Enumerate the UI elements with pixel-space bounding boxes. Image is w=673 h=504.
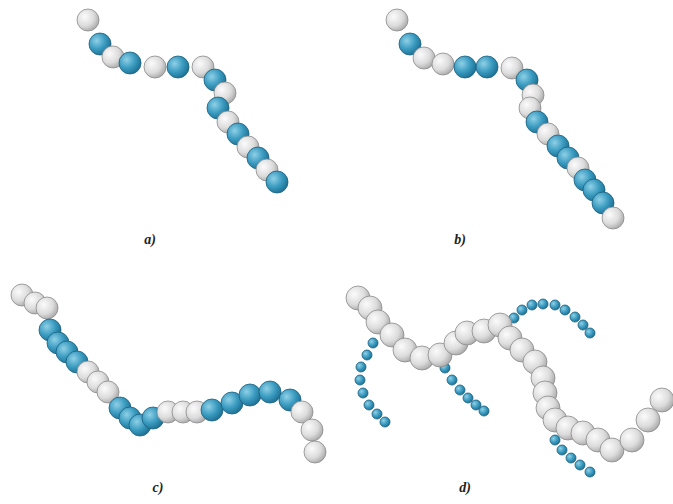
blue-monomer bbox=[372, 409, 382, 419]
polymer-chain bbox=[386, 9, 624, 229]
polymer-chain bbox=[509, 299, 595, 338]
blue-monomer bbox=[362, 350, 372, 360]
blue-monomer bbox=[380, 417, 390, 427]
grey-monomer bbox=[386, 9, 408, 31]
polymer-chain bbox=[346, 286, 673, 462]
panel-label: c) bbox=[153, 480, 164, 496]
panel-label: d) bbox=[459, 480, 471, 496]
blue-monomer bbox=[455, 385, 465, 395]
grey-monomer bbox=[636, 408, 660, 432]
blue-monomer bbox=[527, 300, 537, 310]
grey-monomer bbox=[620, 428, 644, 452]
grey-monomer bbox=[602, 207, 624, 229]
polymer-chain bbox=[440, 363, 489, 416]
blue-monomer bbox=[167, 56, 189, 78]
blue-monomer bbox=[368, 338, 378, 348]
blue-monomer bbox=[259, 381, 281, 403]
blue-monomer bbox=[358, 388, 368, 398]
polymer-chain bbox=[355, 338, 390, 427]
blue-monomer bbox=[364, 400, 374, 410]
grey-monomer bbox=[144, 56, 166, 78]
blue-monomer bbox=[356, 362, 366, 372]
blue-monomer bbox=[463, 393, 473, 403]
blue-monomer bbox=[201, 399, 223, 421]
grey-monomer bbox=[432, 53, 454, 75]
grey-monomer bbox=[413, 47, 435, 69]
blue-monomer bbox=[447, 375, 457, 385]
blue-monomer bbox=[550, 300, 560, 310]
blue-monomer bbox=[239, 384, 261, 406]
grey-monomer bbox=[301, 419, 323, 441]
blue-monomer bbox=[517, 305, 527, 315]
blue-monomer bbox=[585, 467, 595, 477]
grey-monomer bbox=[650, 388, 673, 412]
blue-monomer bbox=[557, 445, 567, 455]
blue-monomer bbox=[578, 320, 588, 330]
blue-monomer bbox=[566, 453, 576, 463]
blue-monomer bbox=[570, 312, 580, 322]
polymer-chain bbox=[77, 9, 288, 193]
blue-monomer bbox=[355, 375, 365, 385]
blue-monomer bbox=[585, 328, 595, 338]
blue-monomer bbox=[266, 171, 288, 193]
polymer-chain bbox=[11, 284, 326, 463]
grey-monomer bbox=[36, 297, 58, 319]
grey-monomer bbox=[77, 9, 99, 31]
blue-monomer bbox=[479, 406, 489, 416]
blue-monomer bbox=[119, 52, 141, 74]
grey-monomer bbox=[304, 441, 326, 463]
blue-monomer bbox=[476, 56, 498, 78]
blue-monomer bbox=[538, 299, 548, 309]
blue-monomer bbox=[454, 56, 476, 78]
blue-monomer bbox=[550, 435, 560, 445]
blue-monomer bbox=[575, 460, 585, 470]
blue-monomer bbox=[560, 305, 570, 315]
panel-label: a) bbox=[144, 232, 156, 248]
panel-label: b) bbox=[454, 232, 466, 248]
